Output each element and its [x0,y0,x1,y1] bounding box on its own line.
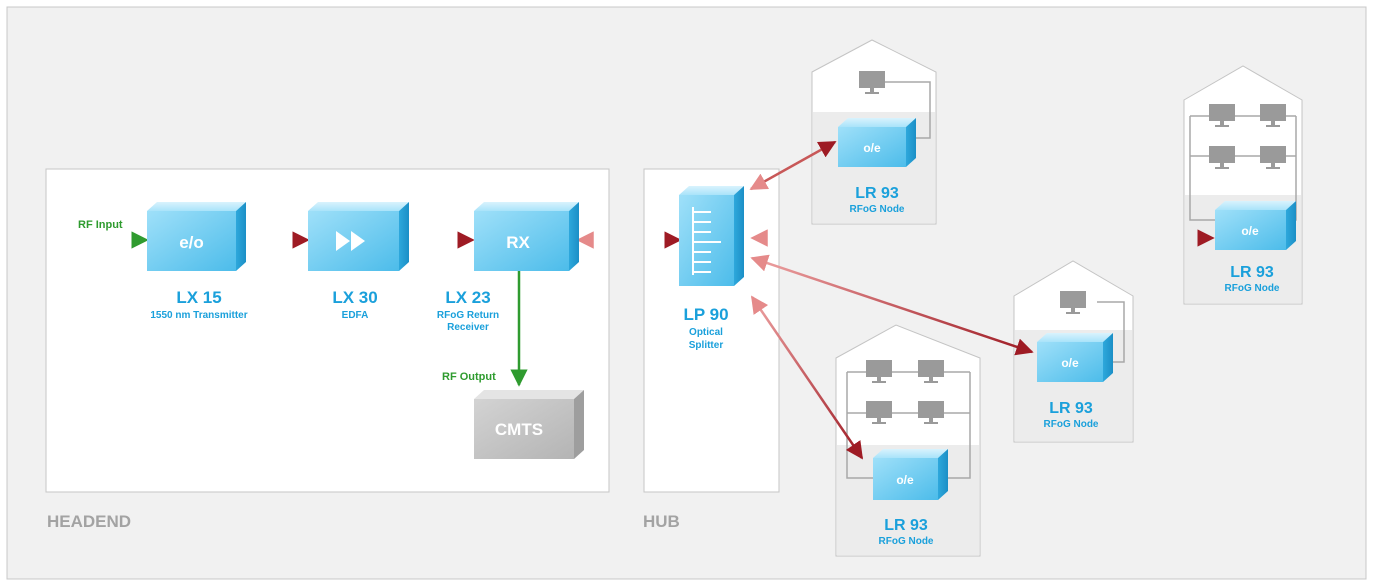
lr93-node-2: o/e LR 93 RFoG Node [1215,201,1296,294]
lx23-description-line1: RFoG Return [437,310,499,321]
rf-input-label: RF Input [78,219,123,231]
node4-name: LR 93 [884,517,928,534]
headend-label: HEADEND [47,512,131,531]
node4-description: RFoG Node [879,536,934,547]
lx23-return-receiver: RX LX 23 RFoG Return Receiver [437,202,579,333]
lp90-name: LP 90 [683,305,728,324]
node3-name: LR 93 [1049,400,1093,417]
lx23-face-label: RX [506,233,530,252]
lx23-description-line2: Receiver [447,322,489,333]
cmts-device: CMTS [474,390,584,459]
lr93-node-3: o/e LR 93 RFoG Node [1037,333,1113,430]
lx15-face-label: e/o [179,233,204,252]
cmts-face-label: CMTS [495,420,543,439]
lx30-description: EDFA [342,310,369,321]
node1-description: RFoG Node [850,204,905,215]
lr93-node-1: o/e LR 93 RFoG Node [838,118,916,215]
lx30-edfa: LX 30 EDFA [308,202,409,321]
fiber-arrow-lp90-node3 [750,254,1034,356]
lp90-description-line2: Splitter [689,340,724,351]
node3-face-label: o/e [1061,356,1079,370]
node1-name: LR 93 [855,185,899,202]
connectors [80,140,1215,460]
node4-face-label: o/e [896,473,914,487]
node2-face-label: o/e [1241,224,1259,238]
fiber-arrow-lp90-node4 [750,295,864,460]
lr93-node-4: o/e LR 93 RFoG Node [873,449,948,547]
node3-description: RFoG Node [1044,419,1099,430]
lx15-transmitter: e/o LX 15 1550 nm Transmitter [147,202,248,321]
rf-output-label: RF Output [442,371,496,383]
lx15-name: LX 15 [176,288,221,307]
node1-face-label: o/e [863,141,881,155]
lp90-description-line1: Optical [689,327,723,338]
hub-label: HUB [643,512,680,531]
lx30-name: LX 30 [332,288,377,307]
splitter-icon [692,207,721,275]
lx15-description: 1550 nm Transmitter [150,310,247,321]
fast-forward-icon [336,231,365,251]
lx23-name: LX 23 [445,288,490,307]
node2-description: RFoG Node [1225,283,1280,294]
fiber-arrow-lp90-node1 [749,140,837,191]
lp90-optical-splitter: LP 90 Optical Splitter [679,186,744,351]
node2-name: LR 93 [1230,264,1274,281]
